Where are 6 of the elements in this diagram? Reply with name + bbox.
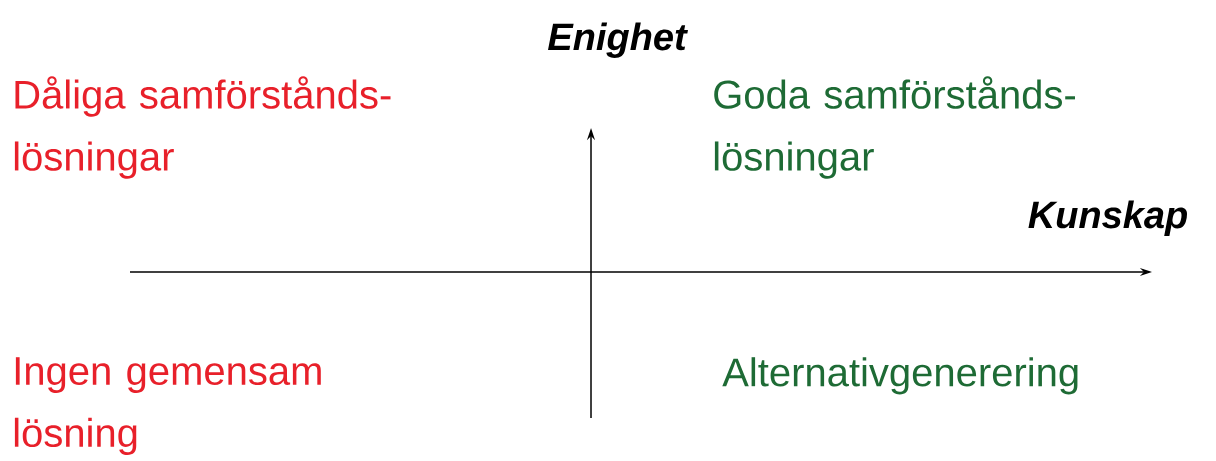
quadrant-label: Ingen gemensam lösning xyxy=(14,357,321,455)
quadrant-label: Goda samförstånds- lösningar xyxy=(714,76,1075,179)
axis-label: Enighet xyxy=(548,22,688,58)
quadrant-label: Alternativgenerering xyxy=(722,357,1078,395)
axis-label: Kunskap xyxy=(1028,200,1187,236)
quadrant-label: Dåliga samförstånds- lösningar xyxy=(14,76,391,179)
